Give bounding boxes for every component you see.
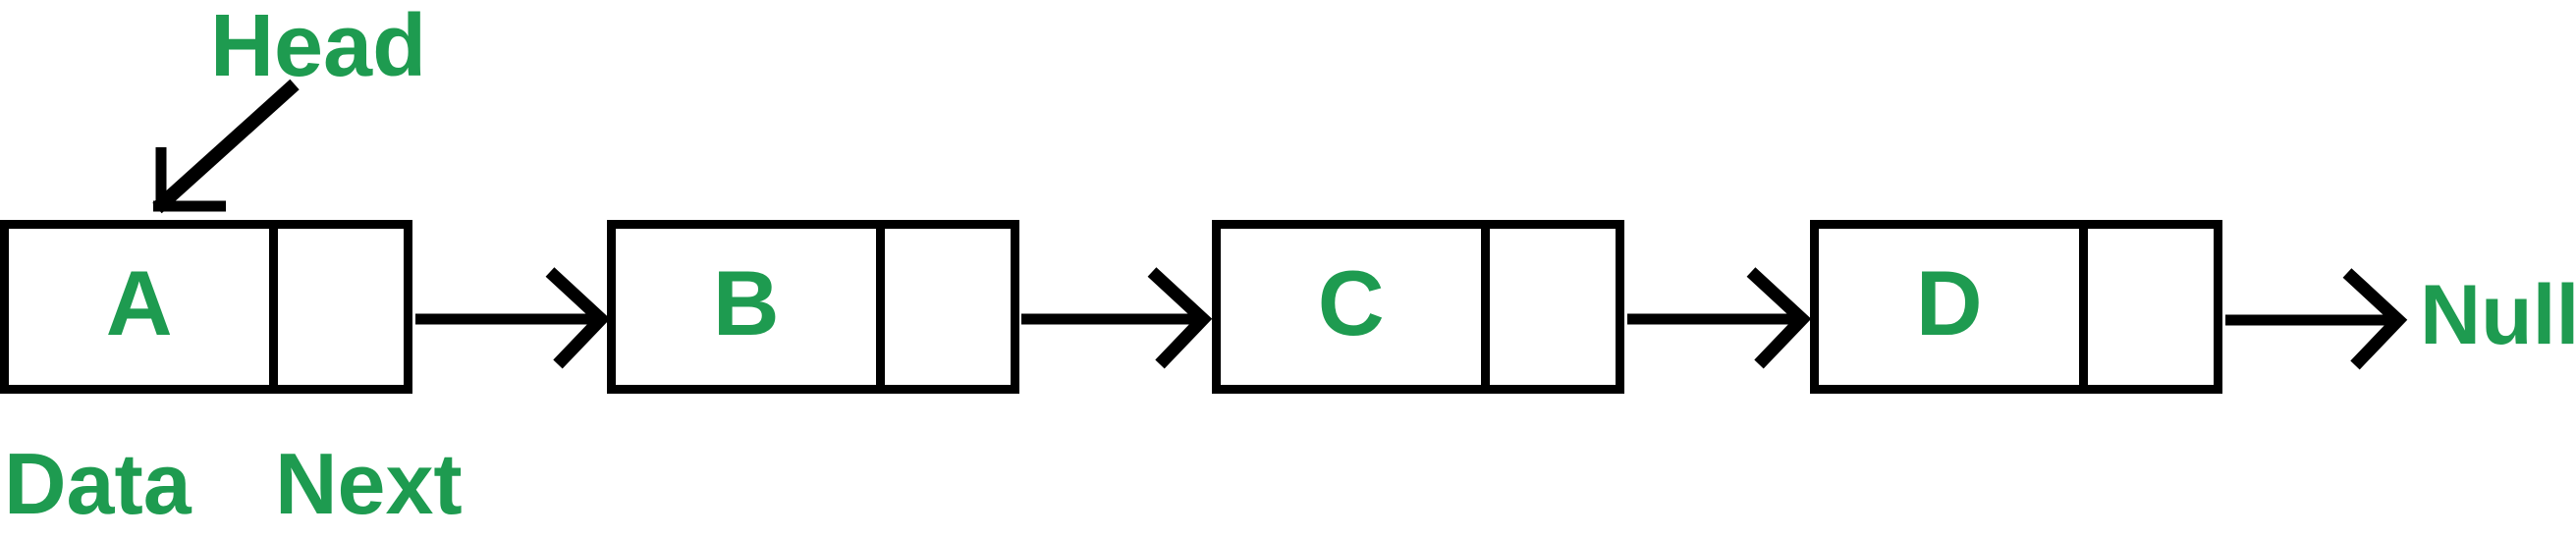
list-node-c: C <box>1212 220 1624 394</box>
node-b-data-cell: B <box>616 229 876 385</box>
next-arrow-a-b-icon <box>415 267 611 369</box>
list-node-b: B <box>607 220 1019 394</box>
list-node-a: A <box>0 220 412 394</box>
node-d-data-cell: D <box>1819 229 2079 385</box>
node-d-next-cell <box>2079 229 2214 385</box>
node-a-next-cell <box>269 229 404 385</box>
node-c-data-cell: C <box>1221 229 1481 385</box>
node-b-value: B <box>712 250 780 354</box>
node-a-value: A <box>105 250 173 354</box>
data-field-label: Data <box>4 435 192 532</box>
head-pointer-arrow-icon <box>152 79 300 214</box>
next-arrow-b-c-icon <box>1021 267 1213 369</box>
null-arrow-icon <box>2225 268 2408 370</box>
head-label: Head <box>210 0 427 95</box>
next-arrow-c-d-icon <box>1627 267 1812 369</box>
node-c-next-cell <box>1481 229 1616 385</box>
next-field-label: Next <box>275 435 463 532</box>
node-a-data-cell: A <box>9 229 269 385</box>
node-c-value: C <box>1317 250 1385 354</box>
null-label: Null <box>2420 268 2576 362</box>
list-node-d: D <box>1810 220 2222 394</box>
node-b-next-cell <box>876 229 1011 385</box>
node-d-value: D <box>1915 250 1983 354</box>
